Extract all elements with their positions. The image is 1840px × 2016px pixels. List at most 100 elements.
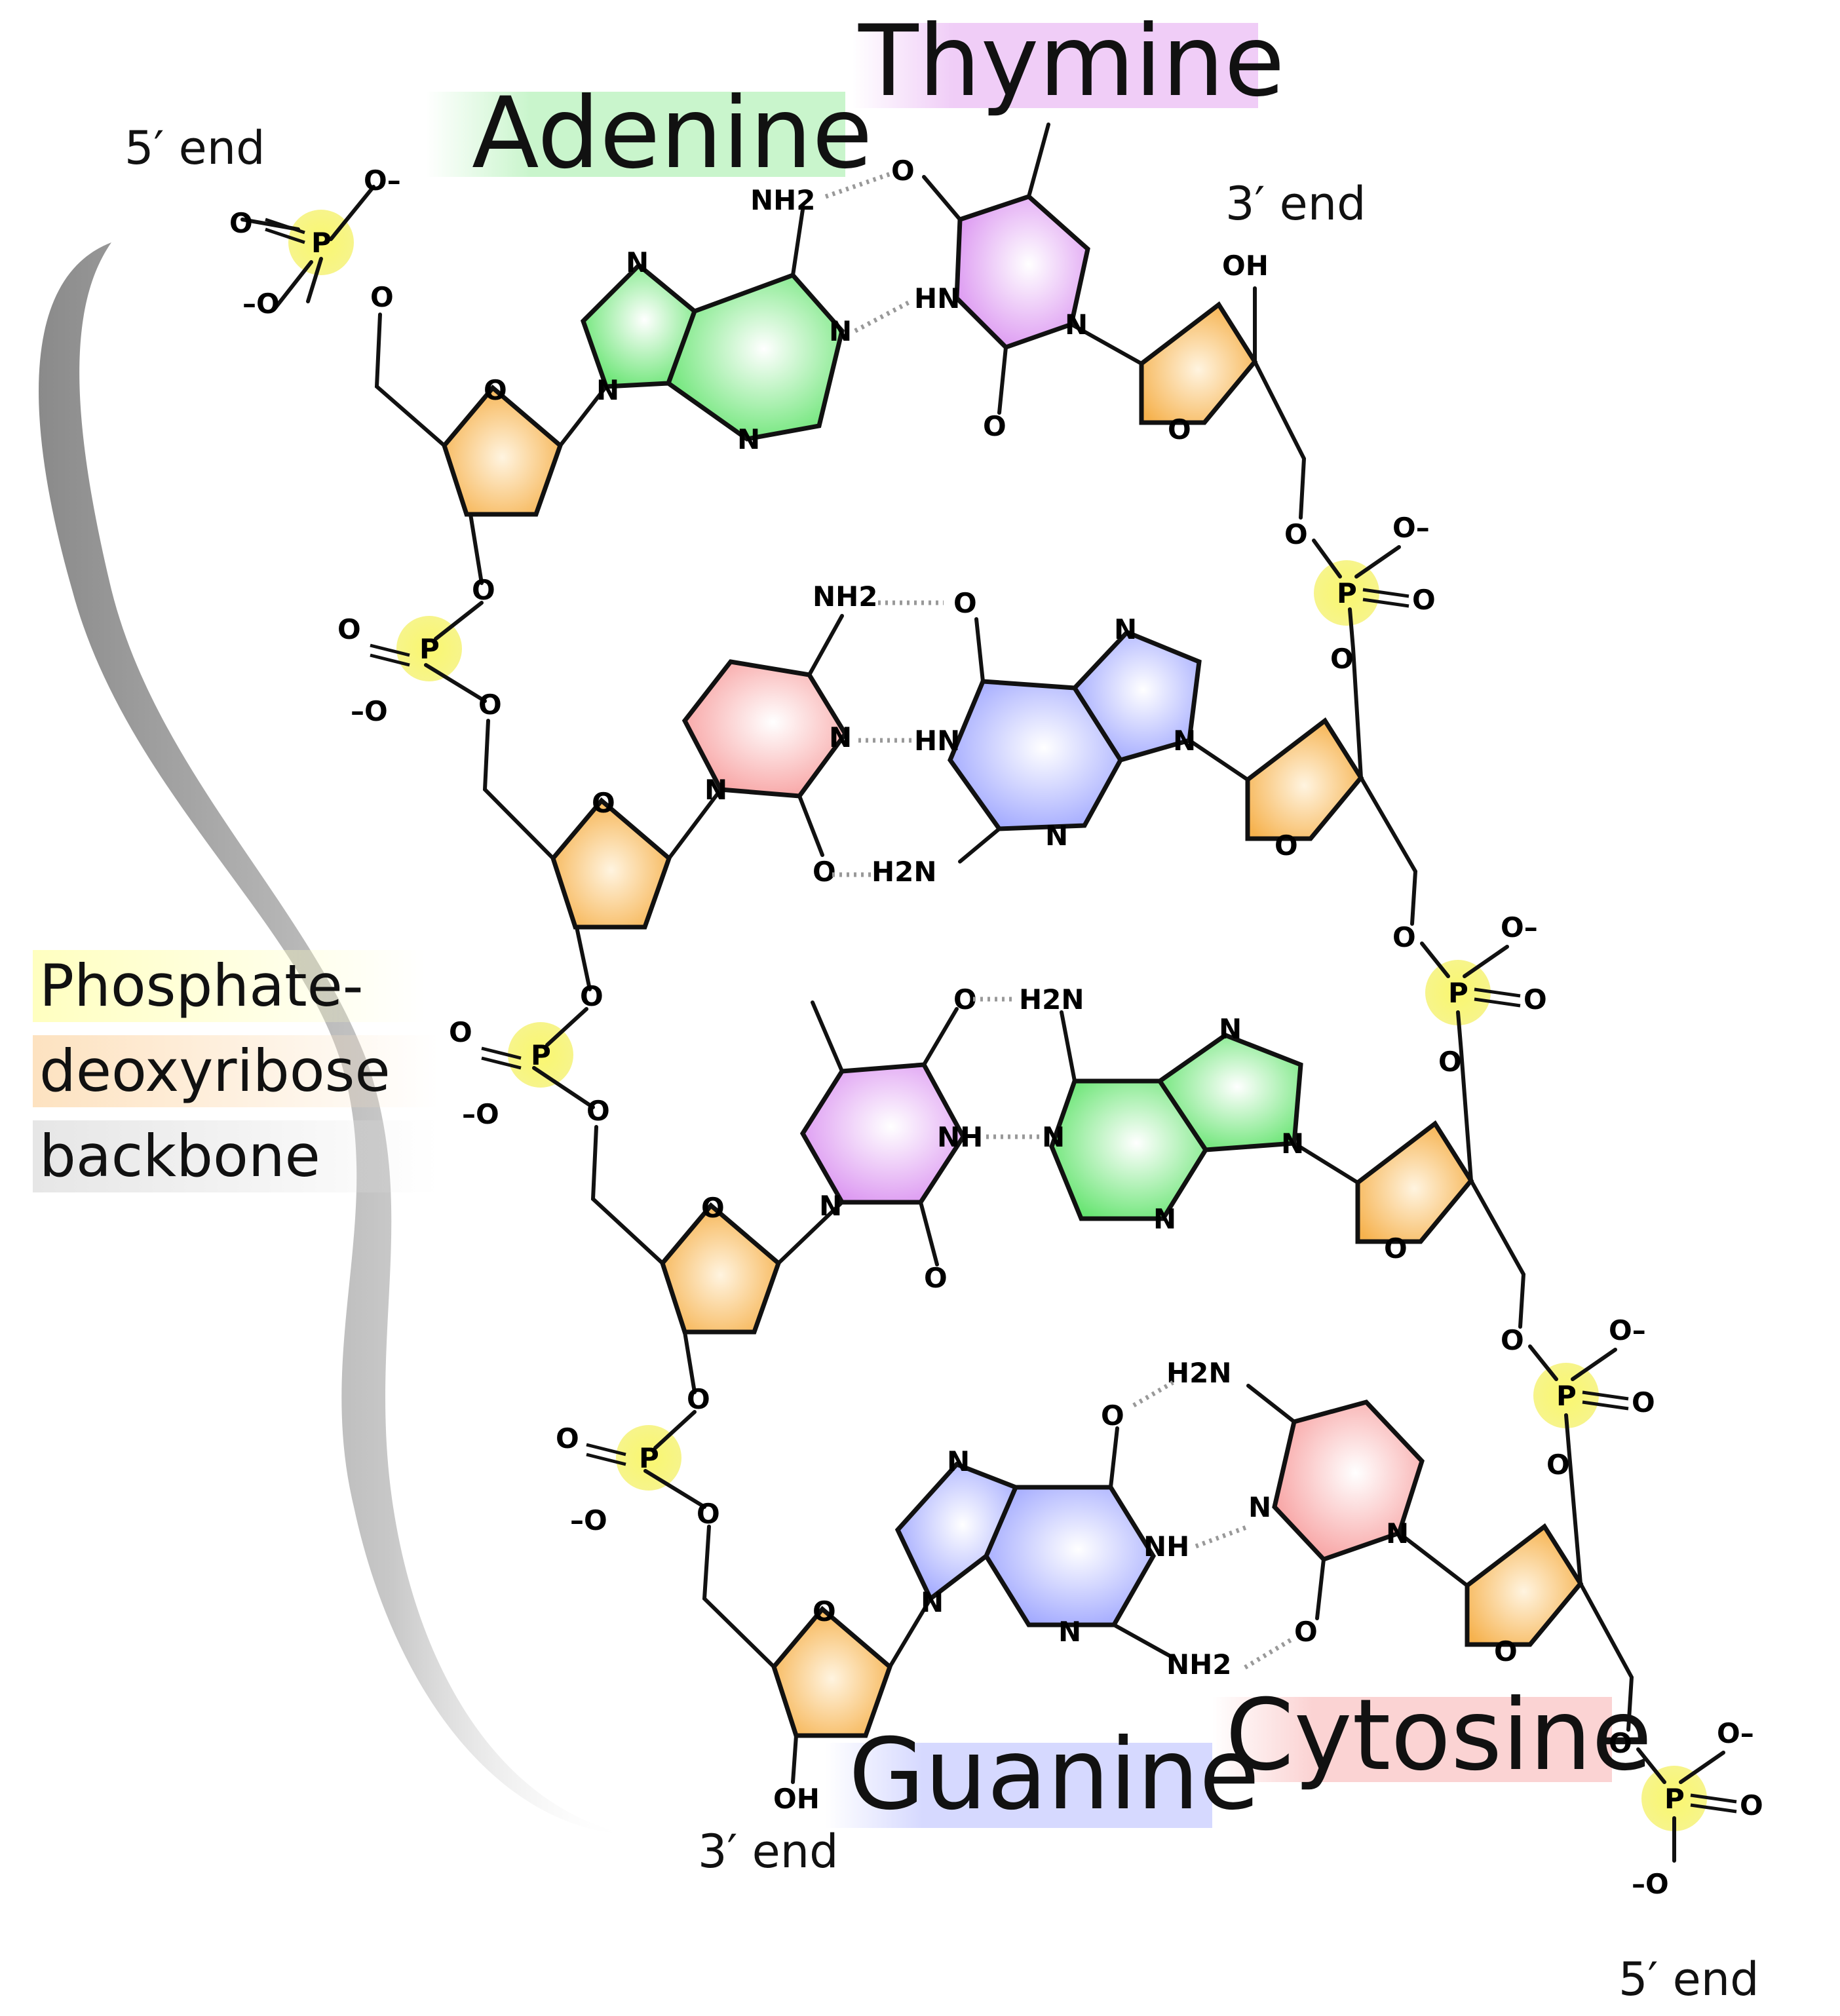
sugar-ring-oxygen: O: [1384, 1232, 1408, 1265]
amine-group: NH2: [813, 580, 878, 613]
oxygen-atom: O: [1740, 1789, 1763, 1821]
phosphorus-atom: P: [1337, 577, 1357, 609]
sugar-ring-oxygen: O: [701, 1192, 725, 1224]
nitrogen-atom: N: [1386, 1517, 1409, 1550]
hydrogen-bond: [832, 600, 944, 877]
imine-group: HN: [914, 282, 960, 314]
oxygen-minus: O–: [1609, 1314, 1646, 1346]
deoxyribose-sugar: [1355, 1120, 1474, 1244]
nitrogen-atom: N: [1153, 1203, 1176, 1235]
phosphate-highlight: [1425, 960, 1491, 1025]
hydroxyl-group: OH: [773, 1783, 820, 1815]
minus-oxygen: –O: [351, 695, 388, 727]
three-prime-end-top: 3′ end: [1225, 177, 1366, 231]
phosphorus-atom: P: [639, 1442, 659, 1474]
nitrogen-atom: N: [829, 721, 852, 753]
phosphate-highlight: [1533, 1363, 1599, 1428]
oxygen-atom: O: [229, 207, 253, 239]
adenine-label-highlight: [426, 92, 845, 177]
nitrogen-atom: N: [1042, 1121, 1065, 1153]
amine-group: NH: [937, 1121, 983, 1153]
oxygen-atom: O: [337, 613, 361, 645]
nitrogen-atom: N: [1281, 1128, 1304, 1160]
oxygen-atom: O: [586, 1095, 610, 1127]
oxygen-atom: O: [1101, 1399, 1124, 1432]
guanine-base-lower: O N N NH N NH2: [888, 1399, 1232, 1681]
phosphorus-atom: P: [419, 633, 440, 665]
adenine-base-lower: H2N N N N N: [1019, 983, 1360, 1235]
phosphate-highlight: [1314, 560, 1379, 626]
five-prime-end-bottom: 5′ end: [1619, 1952, 1759, 2006]
sugar-ring-oxygen: O: [813, 1595, 836, 1627]
phosphate-highlight: [1641, 1766, 1707, 1831]
oxygen-minus: O–: [1501, 911, 1538, 943]
cytosine-label-highlight: [1212, 1697, 1612, 1782]
oxygen-atom: O: [1438, 1046, 1462, 1078]
nitrogen-atom: N: [737, 423, 760, 455]
hydrogen-bond: [824, 171, 912, 333]
deoxyribose-sugar: [660, 1202, 782, 1335]
amine-group: H2N: [1166, 1357, 1232, 1389]
deoxyribose-sugar: [771, 1606, 893, 1738]
hydrogen-bond: [973, 997, 1042, 1139]
nitrogen-atom: N: [1045, 820, 1068, 852]
oxygen-atom: O: [1501, 1324, 1524, 1356]
oxygen-atom: O: [983, 410, 1006, 442]
oxygen-minus: O–: [364, 164, 401, 197]
thymine-label-highlight: [852, 23, 1258, 108]
oxygen-atom: O: [924, 1262, 948, 1294]
oxygen-atom: O: [953, 587, 977, 619]
sugar-ring-oxygen: O: [1494, 1635, 1518, 1667]
nitrogen-atom: N: [704, 774, 727, 806]
backbone-label-highlight-3: [33, 1120, 439, 1192]
phosphate-highlight: [288, 210, 354, 275]
cytosine-base-lower: H2N N N O: [1166, 1357, 1469, 1648]
guanine-label: Guanine: [849, 1718, 1259, 1832]
phosphorus-atom: P: [531, 1039, 551, 1071]
sugar-ring-oxygen: O: [1168, 413, 1191, 446]
deoxyribose-sugar: [442, 385, 564, 517]
nitrogen-atom: N: [1248, 1491, 1271, 1523]
nitrogen-atom: N: [596, 374, 619, 406]
phosphorus-atom: P: [311, 227, 332, 259]
backbone-label-line2: deoxyribose: [39, 1037, 391, 1105]
nitrogen-atom: N: [1058, 1616, 1081, 1648]
nitrogen-atom: N: [626, 246, 649, 278]
oxygen-minus: O–: [1717, 1717, 1754, 1749]
nitrogen-atom: N: [1173, 725, 1196, 757]
oxygen-atom: O: [1524, 983, 1547, 1016]
nitrogen-atom: N: [819, 1190, 842, 1222]
hydroxyl-group: OH: [1222, 250, 1269, 282]
backbone-bond: [1253, 286, 1725, 1863]
imine-group: HN: [914, 725, 960, 757]
oxygen-atom: O: [580, 980, 604, 1012]
phosphate-double-bond: [1362, 588, 1737, 1814]
nitrogen-atom: N: [1219, 1013, 1242, 1045]
nitrogen-atom: N: [1065, 309, 1088, 341]
phosphorus-atom: P: [1664, 1783, 1685, 1815]
nitrogen-atom: N: [921, 1586, 944, 1618]
oxygen-atom: O: [1412, 584, 1436, 616]
oxygen-atom: O: [1392, 921, 1416, 953]
left-strand-atoms: P O– O –O O O O P O –O O O O P O –O O O …: [229, 164, 836, 1815]
right-strand-atoms: OH O O P O– O O O O P O– O O O O P O– O …: [1168, 250, 1763, 1900]
oxygen-minus: O–: [1392, 512, 1430, 544]
backbone-label-highlight-1: [33, 950, 426, 1022]
phosphate-double-bond: [265, 218, 626, 1466]
cytosine-base-upper: NH2 N N O: [667, 580, 878, 888]
thymine-label: Thymine: [858, 5, 1285, 119]
oxygen-atom: O: [370, 281, 394, 313]
guanine-label-highlight: [826, 1743, 1212, 1828]
thymine-base-lower: O NH N O: [776, 983, 983, 1294]
oxygen-atom: O: [1546, 1449, 1570, 1481]
backbone-bond: [240, 185, 798, 1784]
oxygen-atom: O: [697, 1498, 720, 1530]
nitrogen-atom: N: [947, 1445, 970, 1477]
minus-oxygen: –O: [242, 288, 280, 320]
deoxyribose-sugar: [1465, 1523, 1584, 1647]
amine-group: H2N: [872, 856, 937, 888]
amine-group: H2N: [1019, 983, 1084, 1016]
guanine-base-upper: O HN N N N H2N: [872, 587, 1250, 888]
backbone-label-highlight-2: [33, 1035, 439, 1107]
